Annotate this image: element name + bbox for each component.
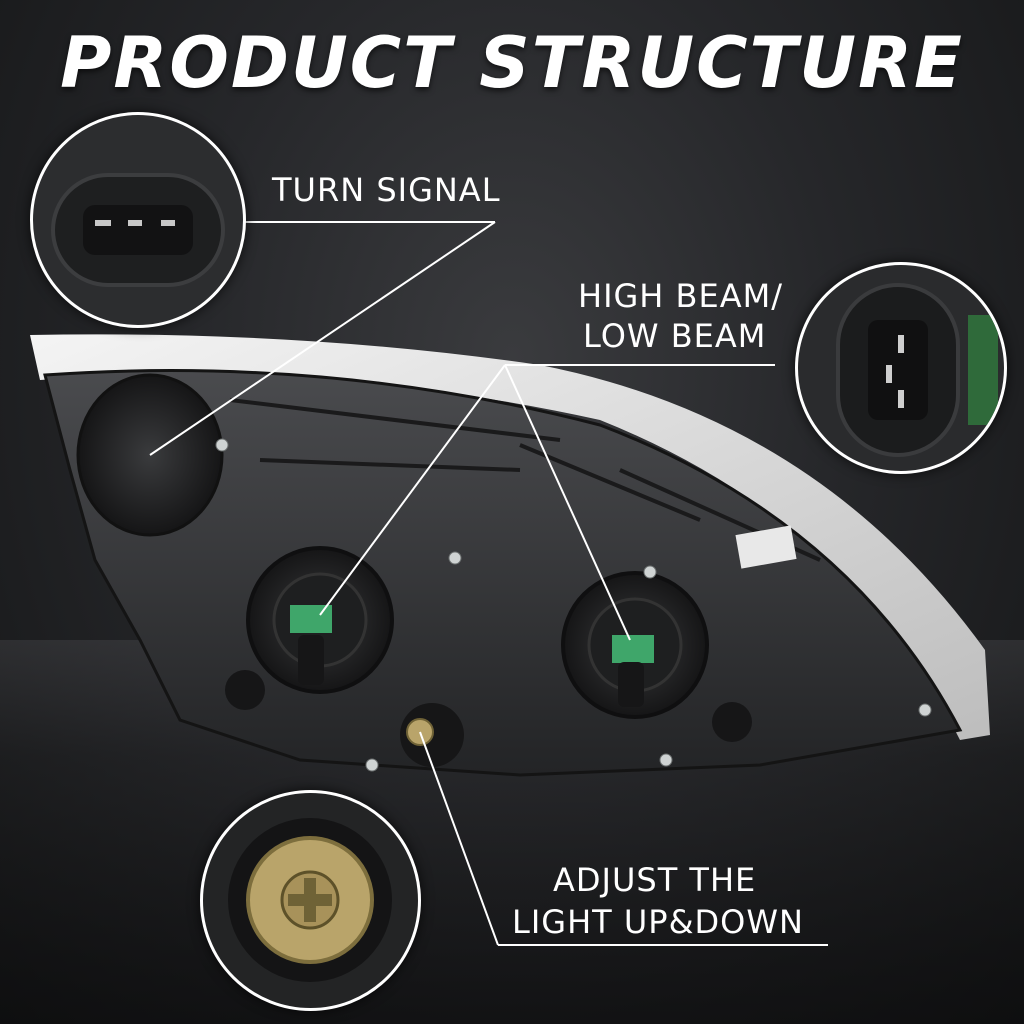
beam-connector-inset bbox=[795, 262, 1007, 474]
bulb-label-right bbox=[612, 635, 654, 663]
turn-signal-label: TURN SIGNAL bbox=[272, 171, 501, 209]
adjust-label-line2: LIGHT UP&DOWN bbox=[512, 903, 804, 941]
turn-signal-connector-inset bbox=[30, 112, 246, 328]
adjuster-screw-inset bbox=[200, 790, 421, 1011]
high-beam-label: HIGH BEAM/ bbox=[578, 277, 783, 315]
low-beam-label: LOW BEAM bbox=[583, 317, 767, 355]
adjust-label-line1: ADJUST THE bbox=[553, 861, 757, 899]
page-title: PRODUCT STRUCTURE bbox=[60, 22, 964, 104]
